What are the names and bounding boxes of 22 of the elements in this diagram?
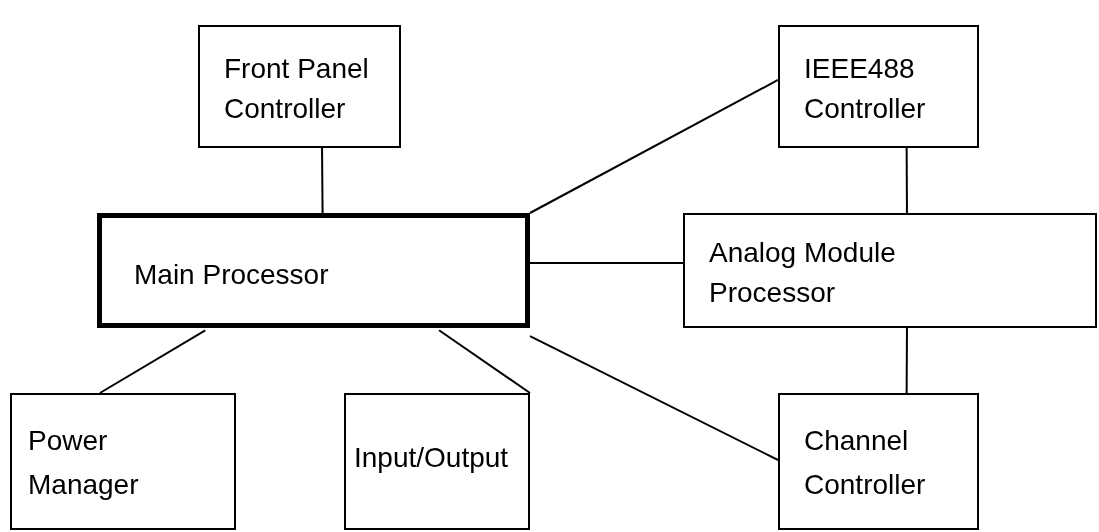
- connector-line: [905, 147, 908, 214]
- box-label: IEEE488 Controller: [804, 52, 927, 126]
- process-box: [10, 393, 236, 530]
- box-label: Main Processor: [134, 258, 330, 292]
- process-box: [778, 393, 979, 530]
- process-box: [198, 25, 401, 148]
- process-box: [344, 393, 530, 530]
- connector-line: [529, 262, 684, 264]
- connector-line: [905, 327, 908, 394]
- box-label: Channel Controller: [804, 424, 927, 502]
- box-label: Analog Module Processor: [709, 236, 897, 310]
- connector-line: [321, 147, 324, 214]
- process-box: [683, 213, 1097, 328]
- box-label: Input/Output: [354, 441, 510, 475]
- process-box: [778, 25, 979, 148]
- box-label: Power Manager: [28, 424, 140, 502]
- connector-line: [529, 79, 779, 214]
- connector-line: [98, 329, 207, 394]
- connector-line: [529, 335, 779, 461]
- connector-line: [438, 329, 531, 394]
- box-label: Front Panel Controller: [224, 52, 370, 126]
- process-box: [97, 213, 530, 328]
